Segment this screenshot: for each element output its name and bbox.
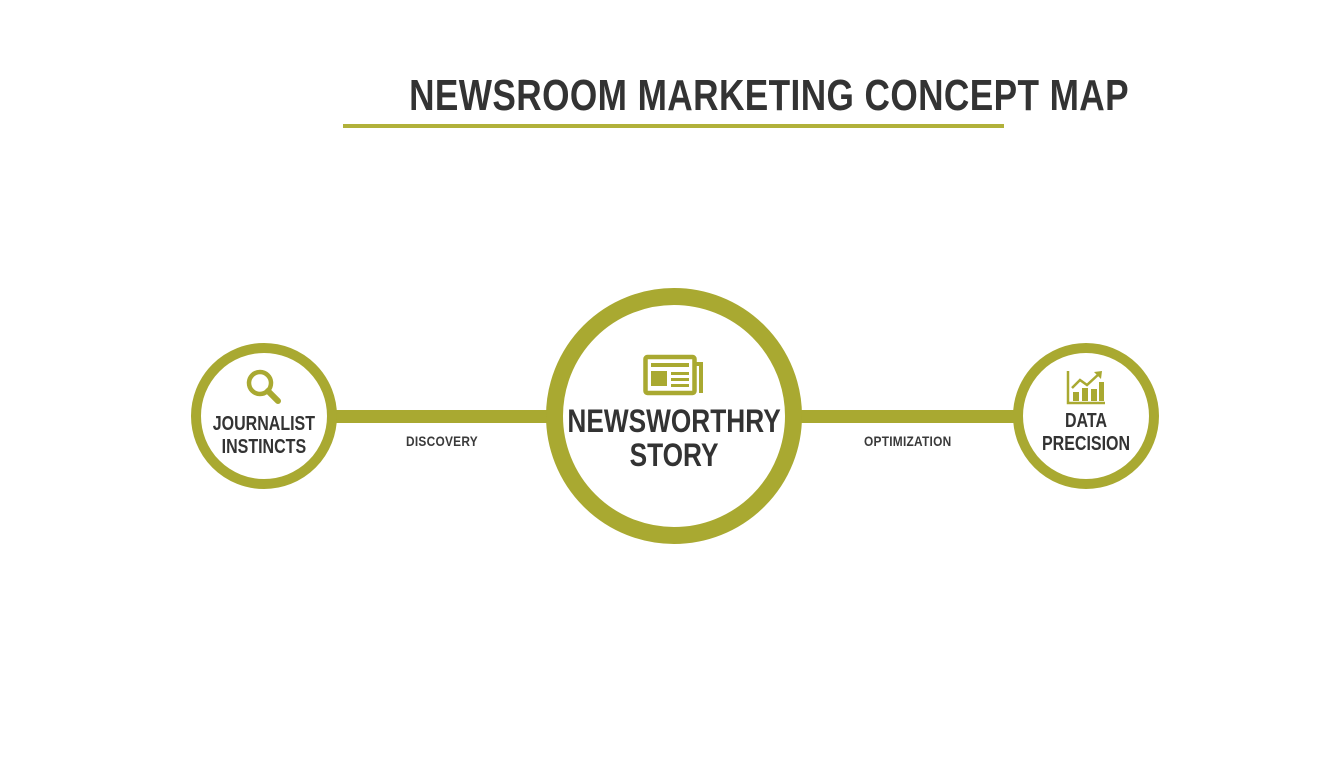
newspaper-icon — [643, 354, 703, 396]
node-label-line2: PRECISION — [1041, 433, 1131, 455]
edge-label-optimization: OPTIMIZATION — [864, 433, 952, 449]
connector-optimization — [795, 410, 1020, 423]
magnifying-glass-icon — [246, 369, 281, 404]
connector-discovery — [330, 410, 555, 423]
node-label-line2: STORY — [629, 437, 719, 473]
edge-label-discovery: DISCOVERY — [406, 433, 478, 449]
node-label: DATA PRECISION — [1042, 410, 1130, 456]
node-label-line1: DATA — [1064, 410, 1108, 432]
node-label: JOURNALIST INSTINCTS — [213, 413, 315, 459]
node-label-line1: NEWSWORTHRY — [567, 403, 781, 439]
node-label-line1: JOURNALIST — [212, 413, 316, 435]
node-journalist-instincts: JOURNALIST INSTINCTS — [191, 343, 337, 489]
node-label: NEWSWORTHRY STORY — [567, 404, 780, 472]
node-newsworthy-story: NEWSWORTHRY STORY — [546, 288, 802, 544]
bar-chart-trend-icon — [1066, 371, 1105, 405]
title-underline — [343, 124, 1004, 128]
node-data-precision: DATA PRECISION — [1013, 343, 1159, 489]
node-label-line2: INSTINCTS — [221, 436, 307, 458]
page-title: NEWSROOM MARKETING CONCEPT MAP — [409, 71, 1130, 120]
